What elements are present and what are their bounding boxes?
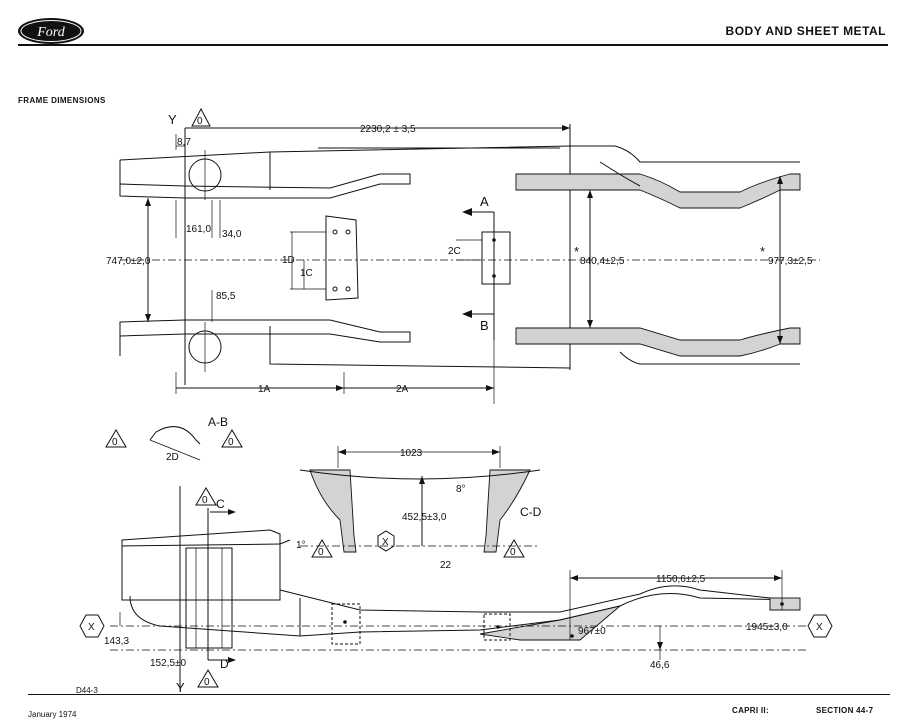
dim-977-3: 977,3±2,5 <box>768 256 813 267</box>
side-frame-body <box>121 529 801 649</box>
arrow-head-icon <box>562 125 570 131</box>
section-cd-label: C-D <box>520 505 542 519</box>
mount-bracket-1 <box>325 215 359 301</box>
svg-text:0: 0 <box>510 547 516 558</box>
dim-152-5: 152,5±0 <box>150 658 187 669</box>
zero-datum-triangle-icon: 0 <box>195 487 217 506</box>
section-d-label: D <box>220 657 229 671</box>
y-label-top: Y <box>168 112 177 127</box>
dim-2230: 2230,2 ± 3,5 <box>360 124 416 135</box>
svg-text:0: 0 <box>318 547 324 558</box>
y-label-bottom: Y <box>176 680 185 695</box>
footer-model: CAPRI II: <box>732 706 769 715</box>
dim-22: 22 <box>440 560 452 571</box>
section-c-label: C <box>216 497 225 511</box>
label-2c: 2C <box>448 246 461 257</box>
ford-logo-text: Ford <box>36 25 65 40</box>
star-mark-2: * <box>760 244 765 259</box>
x-datum-hexagon-icon: X <box>377 530 395 552</box>
section-ab-profile <box>149 426 201 461</box>
dim-194-5: 1945±3,0 <box>746 622 788 633</box>
zero-datum-triangle-icon: 0 <box>197 669 219 688</box>
ford-oval-icon: Ford <box>18 18 84 44</box>
section-ab-label: A-B <box>208 415 228 429</box>
zero-datum-triangle-icon: 0 <box>503 539 525 558</box>
dim-747: 747,0±2,0 <box>106 256 151 267</box>
dim-967: 967±0 <box>578 626 606 637</box>
dim-46-6: 46,6 <box>650 660 670 671</box>
svg-text:0: 0 <box>204 677 210 688</box>
svg-text:0: 0 <box>202 495 208 506</box>
dim-1-deg: 1° <box>296 540 306 551</box>
zero-datum-triangle-icon: 0 <box>221 429 243 448</box>
dim-1023: 1023 <box>400 448 423 459</box>
dim-452-5: 452,5±3,0 <box>402 512 447 523</box>
footer-section: SECTION 44-7 <box>816 706 874 715</box>
page-header-title: BODY AND SHEET METAL <box>725 24 886 38</box>
svg-text:0: 0 <box>228 437 234 448</box>
ford-logo: Ford <box>16 16 86 46</box>
label-2a: 2A <box>396 384 409 395</box>
x-datum-hexagon-icon: X <box>807 614 833 638</box>
dim-161: 161,0 <box>186 224 211 235</box>
footer-rule <box>28 694 890 695</box>
dim-85-5: 85,5 <box>216 291 236 302</box>
svg-text:0: 0 <box>197 116 203 127</box>
svg-text:X: X <box>816 622 823 633</box>
zero-datum-triangle-icon: 0 <box>311 539 333 558</box>
star-mark-1: * <box>574 244 579 259</box>
label-1c: 1C <box>300 268 313 279</box>
svg-text:X: X <box>382 537 389 548</box>
section-b-label: B <box>480 318 489 333</box>
dim-34: 34,0 <box>222 229 242 240</box>
dim-1150-6: 1150,6±2,5 <box>656 574 706 585</box>
label-1a: 1A <box>258 384 271 395</box>
svg-text:X: X <box>88 622 95 633</box>
dim-8-deg: 8° <box>456 484 466 495</box>
label-2d: 2D <box>166 452 179 463</box>
dim-143-3: 143,3 <box>104 636 129 647</box>
section-title: FRAME DIMENSIONS <box>18 96 106 105</box>
footer-date: January 1974 <box>28 710 77 719</box>
dim-8-7: 8,7 <box>177 137 191 148</box>
x-datum-hexagon-icon: X <box>79 614 105 638</box>
dim-840-4: 840,4±2,5 <box>580 256 625 267</box>
header-rule <box>18 44 888 46</box>
svg-text:0: 0 <box>112 437 118 448</box>
zero-datum-triangle-icon: 0 <box>191 107 211 127</box>
section-cd-profile <box>299 469 541 553</box>
upper-frame-rail <box>119 145 801 209</box>
figure-id: D44-3 <box>76 686 98 695</box>
zero-datum-triangle-icon: 0 <box>105 429 127 448</box>
mount-bracket-2 <box>481 231 511 285</box>
lower-frame-rail <box>119 319 801 372</box>
section-a-label: A <box>480 194 489 209</box>
label-1d: 1D <box>282 255 295 266</box>
